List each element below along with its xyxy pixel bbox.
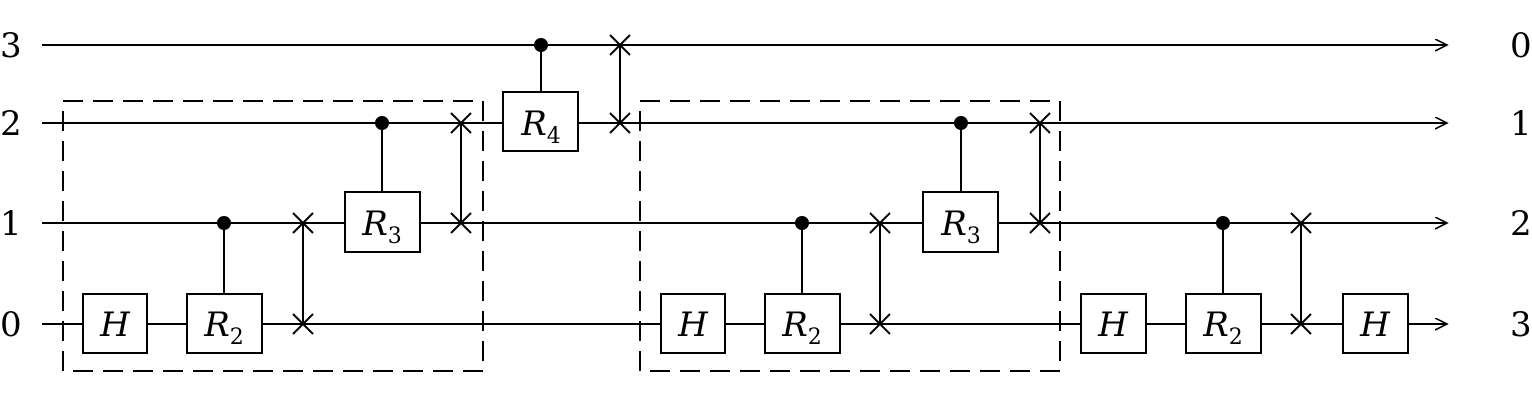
svg-text:R4: R4 <box>520 104 561 149</box>
input-label-0: 0 <box>0 305 22 345</box>
output-label-0: 0 <box>1510 26 1532 66</box>
gate-label: H <box>1359 305 1391 345</box>
swap-cross-icon <box>292 212 314 234</box>
swap-cross-icon <box>450 212 472 234</box>
gate-r3-a: R3 <box>344 191 421 253</box>
swap-cross-icon <box>869 313 891 335</box>
svg-text:R3: R3 <box>940 204 981 249</box>
gate-label: R <box>520 104 547 144</box>
input-label-3: 3 <box>0 26 22 66</box>
gate-r2-c: R2 <box>1185 293 1262 354</box>
gate-r2-b: R2 <box>764 293 841 354</box>
gate-h-d: H <box>1342 293 1409 354</box>
gate-subscript: 3 <box>967 224 981 249</box>
swap-crosses <box>292 34 1312 335</box>
gate-r2-a: R2 <box>186 293 263 354</box>
gate-subscript: 2 <box>230 325 244 350</box>
swap-cross-icon <box>1290 212 1312 234</box>
gates: H R2 R3 R4 H R2 R3 H <box>82 91 1409 354</box>
swap-cross-icon <box>609 112 631 134</box>
control-dot-icon <box>954 116 968 130</box>
input-label-1: 1 <box>0 204 22 244</box>
input-label-2: 2 <box>0 104 22 144</box>
gate-subscript: 4 <box>547 124 561 149</box>
svg-text:H: H <box>677 305 709 345</box>
svg-text:R3: R3 <box>361 204 402 249</box>
gate-h-b: H <box>660 293 726 354</box>
gate-label: R <box>361 204 388 244</box>
gate-label: R <box>203 305 230 345</box>
gate-subscript: 3 <box>388 224 402 249</box>
gate-label: H <box>1097 305 1129 345</box>
svg-text:R2: R2 <box>781 305 822 350</box>
control-dots <box>217 38 1230 230</box>
wires <box>42 45 1447 324</box>
swap-cross-icon <box>1029 212 1051 234</box>
dashed-group-1 <box>62 100 484 372</box>
swap-cross-icon <box>1290 313 1312 335</box>
svg-text:R2: R2 <box>1202 305 1243 350</box>
gate-r3-b: R3 <box>922 191 999 253</box>
dashed-group-2 <box>639 100 1061 372</box>
svg-text:H: H <box>99 305 131 345</box>
gate-r4: R4 <box>502 91 579 152</box>
gate-label: R <box>940 204 967 244</box>
output-labels: 0 1 2 3 <box>1510 26 1532 345</box>
svg-text:H: H <box>1359 305 1391 345</box>
swap-cross-icon <box>1029 112 1051 134</box>
gate-subscript: 2 <box>808 325 822 350</box>
svg-text:H: H <box>1097 305 1129 345</box>
gate-h-a: H <box>82 293 148 354</box>
gate-h-c: H <box>1080 293 1147 354</box>
swap-lines <box>302 45 1302 324</box>
output-label-2: 2 <box>1510 204 1532 244</box>
swap-cross-icon <box>450 112 472 134</box>
swap-cross-icon <box>869 212 891 234</box>
gate-label: H <box>99 305 131 345</box>
control-dot-icon <box>217 216 231 230</box>
swap-cross-icon <box>292 313 314 335</box>
output-label-3: 3 <box>1510 305 1532 345</box>
control-dot-icon <box>795 216 809 230</box>
control-lines <box>223 45 1224 294</box>
control-dot-icon <box>375 116 389 130</box>
swap-cross-icon <box>609 34 631 56</box>
gate-label: R <box>781 305 808 345</box>
input-labels: 3 2 1 0 <box>0 26 22 345</box>
control-dot-icon <box>534 38 548 52</box>
control-dot-icon <box>1216 216 1230 230</box>
dashed-groups <box>62 100 1061 372</box>
output-label-1: 1 <box>1510 104 1532 144</box>
gate-subscript: 2 <box>1229 325 1243 350</box>
gate-label: R <box>1202 305 1229 345</box>
svg-text:R2: R2 <box>203 305 244 350</box>
gate-label: H <box>677 305 709 345</box>
